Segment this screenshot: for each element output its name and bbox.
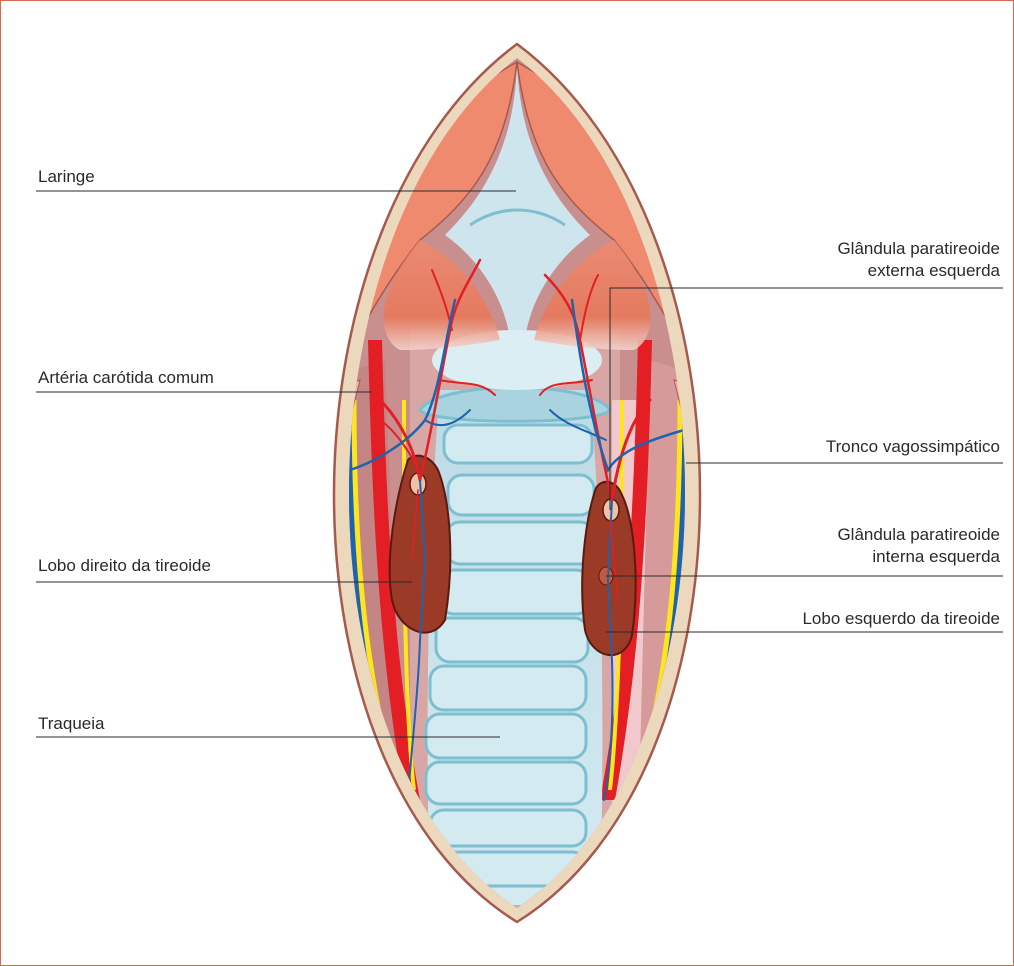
tracheal-rings — [426, 425, 594, 886]
label-external-parathyroid: Glândula paratireoide externa esquerda — [837, 238, 1000, 282]
label-vagosympathetic-trunk: Tronco vagossimpático — [826, 436, 1000, 458]
label-trachea: Traqueia — [38, 713, 104, 735]
label-carotid-artery: Artéria carótida comum — [38, 367, 214, 389]
label-external-parathyroid-line2: externa esquerda — [837, 260, 1000, 282]
label-left-thyroid-lobe: Lobo esquerdo da tireoide — [802, 608, 1000, 630]
label-internal-parathyroid: Glândula paratireoide interna esquerda — [837, 524, 1000, 568]
label-right-thyroid-lobe: Lobo direito da tireoide — [38, 555, 211, 577]
label-internal-parathyroid-line2: interna esquerda — [837, 546, 1000, 568]
label-external-parathyroid-line1: Glândula paratireoide — [837, 238, 1000, 260]
label-laringe: Laringe — [38, 166, 95, 188]
label-internal-parathyroid-line1: Glândula paratireoide — [837, 524, 1000, 546]
